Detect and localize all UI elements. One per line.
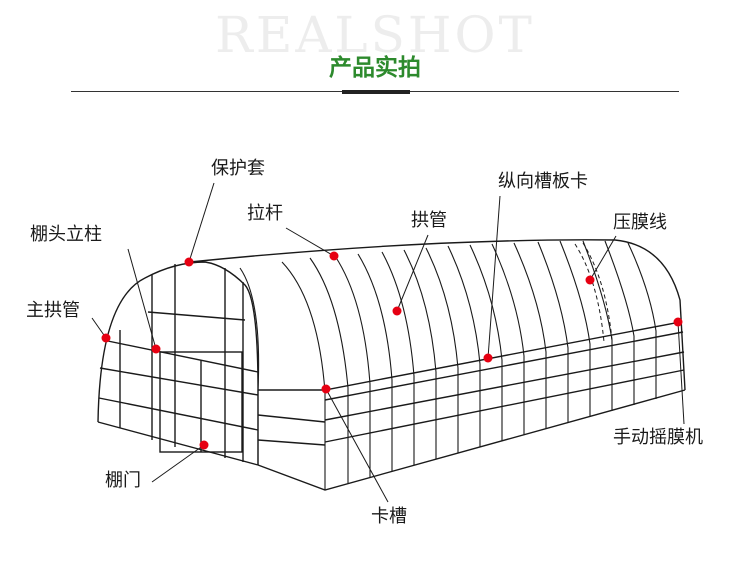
label-main-arch-pipe: 主拱管 <box>26 300 80 321</box>
callout-line-door <box>151 444 205 483</box>
arch-pipe <box>357 253 393 471</box>
arch-pipe <box>403 249 437 459</box>
title-divider-accent <box>342 90 410 94</box>
marker-clip-groove <box>321 384 331 394</box>
marker-main-arch <box>101 333 111 343</box>
label-tie-rod: 拉杆 <box>247 203 283 224</box>
label-arch-pipe: 拱管 <box>411 210 447 231</box>
greenhouse-structure <box>97 239 686 491</box>
front-ground-line <box>97 421 259 466</box>
arch-pipe <box>627 242 657 399</box>
side-rail-2 <box>324 369 685 443</box>
callout-line-arch-pipe <box>396 234 429 312</box>
arch-pipe <box>281 261 326 490</box>
label-clip-groove: 卡槽 <box>371 506 407 527</box>
label-longitudinal-clip: 纵向槽板卡 <box>498 171 588 192</box>
front-rail-2 <box>99 367 259 396</box>
arch-pipe <box>425 247 459 453</box>
arch-pipe <box>309 257 349 483</box>
front-rail-3 <box>98 397 259 431</box>
roof-top-line <box>189 239 686 391</box>
arch-pipe <box>604 240 635 405</box>
marker-dots <box>101 251 683 450</box>
side-rail-3 <box>257 414 326 423</box>
film-press-wire <box>582 242 613 341</box>
arch-pipe <box>469 244 503 441</box>
side-rail-4 <box>257 439 326 446</box>
marker-end-post <box>151 344 161 354</box>
label-film-press-wire: 压膜线 <box>613 212 667 233</box>
label-end-post: 棚头立柱 <box>30 224 102 245</box>
arch-pipe <box>447 245 481 447</box>
callout-line-film-press <box>589 235 617 281</box>
marker-film-roller <box>673 317 683 327</box>
arch-pipe <box>239 267 260 465</box>
arch-pipe <box>381 251 415 465</box>
film-press-wire <box>574 243 605 343</box>
marker-tie-rod <box>329 251 339 261</box>
side-rail-1 <box>324 351 685 421</box>
callout-lines <box>91 182 685 503</box>
callout-line-longitudinal-clip <box>487 195 501 359</box>
label-protective-sleeve: 保护套 <box>211 158 265 179</box>
label-shed-door: 棚门 <box>105 470 141 491</box>
front-rail-top <box>147 311 246 321</box>
page-title: 产品实拍 <box>329 55 421 81</box>
callout-line-tie-rod <box>285 227 335 257</box>
callout-line-end-post <box>127 248 157 350</box>
marker-protective-sleeve <box>184 257 194 267</box>
side-eave-line-2 <box>324 331 684 401</box>
marker-arch-pipe <box>392 306 402 316</box>
arch-pipe <box>537 241 569 423</box>
callout-line-clip-groove <box>325 388 389 503</box>
marker-door <box>199 440 209 450</box>
arch-pipe <box>334 255 371 477</box>
callout-line-film-roller <box>677 321 685 425</box>
arch-pipe <box>513 242 547 429</box>
label-manual-film-roller: 手动摇膜机 <box>613 427 703 448</box>
callout-line-protective-sleeve <box>188 182 215 263</box>
front-main-arch <box>97 261 259 465</box>
arch-pipes <box>239 240 657 490</box>
film-press-wires <box>574 242 613 343</box>
watermark-text: REALSHOT <box>215 6 535 64</box>
arch-pipe <box>559 240 591 417</box>
arch-pipe <box>491 243 525 435</box>
marker-longitudinal-clip <box>483 353 493 363</box>
front-rail-1 <box>102 339 259 373</box>
marker-film-press <box>585 275 595 285</box>
